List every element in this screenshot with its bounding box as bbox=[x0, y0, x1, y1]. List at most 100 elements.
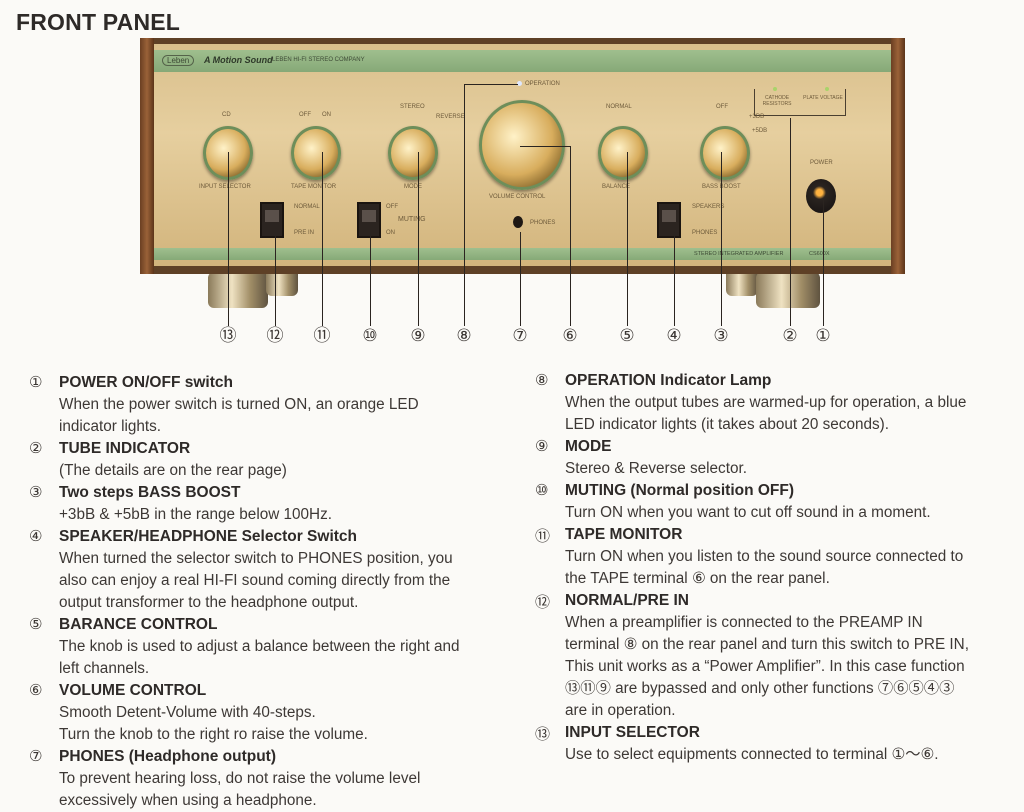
leader-line bbox=[520, 146, 570, 147]
item-number: ⑧ bbox=[535, 371, 549, 389]
speaker-phones-switch[interactable] bbox=[657, 202, 681, 238]
knob-mark-plus5db: +5dB bbox=[752, 128, 768, 134]
item-title: POWER ON/OFF switch bbox=[59, 374, 233, 391]
leader-line bbox=[464, 84, 518, 85]
wood-side-right bbox=[891, 38, 905, 274]
callout-1: ① bbox=[815, 326, 831, 346]
item-description: ⑬⑪⑨ are bypassed and only other function… bbox=[565, 680, 955, 697]
item-description: To prevent hearing loss, do not raise th… bbox=[59, 770, 421, 787]
leader-line bbox=[275, 232, 276, 326]
item-description: LED indicator lights (it takes about 20 … bbox=[565, 416, 889, 433]
knob-mark-normal: NORMAL bbox=[606, 104, 632, 110]
item-description: (The details are on the rear page) bbox=[59, 462, 287, 479]
leader-line bbox=[464, 84, 465, 326]
knob-mark-stereo: STEREO bbox=[400, 104, 425, 110]
normal-label: NORMAL bbox=[294, 204, 320, 210]
item-title: INPUT SELECTOR bbox=[565, 724, 700, 741]
callout-13: ⑬ bbox=[219, 326, 237, 346]
mode-knob[interactable] bbox=[388, 126, 438, 180]
item-number: ③ bbox=[29, 483, 43, 501]
item-description: Turn the knob to the right ro raise the … bbox=[59, 726, 368, 743]
knob-mark-off: OFF bbox=[716, 104, 728, 110]
callout-3: ③ bbox=[713, 326, 729, 346]
callout-10: ⑩ bbox=[362, 326, 378, 346]
cathode-led-icon bbox=[773, 87, 777, 91]
knob-mark-on: ON bbox=[322, 112, 331, 118]
phones-label: PHONES bbox=[530, 220, 556, 226]
plate-led-icon bbox=[825, 87, 829, 91]
item-description: output transformer to the headphone outp… bbox=[59, 594, 359, 611]
company-name: LEBEN HI-FI STEREO COMPANY bbox=[272, 57, 365, 63]
page-title: FRONT PANEL bbox=[16, 9, 181, 35]
item-title: PHONES (Headphone output) bbox=[59, 748, 276, 765]
leader-line bbox=[627, 152, 628, 326]
amplifier-foot bbox=[756, 272, 820, 308]
leader-line bbox=[322, 152, 323, 326]
brand-logo: Leben bbox=[162, 55, 195, 66]
callout-2: ② bbox=[782, 326, 798, 346]
leader-line bbox=[228, 152, 229, 326]
normal-pre-in-switch[interactable] bbox=[260, 202, 284, 238]
volume-knob[interactable] bbox=[479, 100, 565, 190]
item-number: ① bbox=[29, 373, 43, 391]
item-description: Turn ON when you want to cut off sound i… bbox=[565, 504, 931, 521]
phones-jack[interactable] bbox=[513, 216, 523, 228]
item-description: left channels. bbox=[59, 660, 150, 677]
plate-voltage-label: PLATE VOLTAGE bbox=[803, 95, 843, 101]
knob-mark-reverse: REVERSE bbox=[436, 114, 465, 120]
item-title: NORMAL/PRE IN bbox=[565, 592, 689, 609]
item-description: Use to select equipments connected to te… bbox=[565, 746, 939, 763]
muting-on-label: ON bbox=[386, 230, 395, 236]
bass-boost-knob[interactable] bbox=[700, 126, 750, 180]
knob-mark-cd: CD bbox=[222, 112, 231, 118]
item-number: ② bbox=[29, 439, 43, 457]
item-description: excessively when using a headphone. bbox=[59, 792, 317, 809]
item-description: +3bB & +5bB in the range below 100Hz. bbox=[59, 506, 332, 523]
pre-in-label: PRE IN bbox=[294, 230, 315, 236]
item-description: When turned the selector switch to PHONE… bbox=[59, 550, 453, 567]
item-description: This unit works as a “Power Amplifier”. … bbox=[565, 658, 965, 675]
item-description: also can enjoy a real HI-FI sound coming… bbox=[59, 572, 451, 589]
item-description: When the power switch is turned ON, an o… bbox=[59, 396, 419, 413]
callout-12: ⑫ bbox=[266, 326, 284, 346]
item-description: Stereo & Reverse selector. bbox=[565, 460, 747, 477]
muting-off-label: OFF bbox=[386, 204, 398, 210]
callout-8: ⑧ bbox=[456, 326, 472, 346]
item-number: ⑬ bbox=[535, 725, 551, 743]
knob-mark-plus3db: +3dB bbox=[749, 114, 765, 120]
item-title: MODE bbox=[565, 438, 612, 455]
callout-11: ⑪ bbox=[313, 326, 331, 346]
item-description: When a preamplifier is connected to the … bbox=[565, 614, 923, 631]
item-title: TUBE INDICATOR bbox=[59, 440, 191, 457]
item-number: ④ bbox=[29, 527, 43, 545]
mode-label: MODE bbox=[404, 184, 422, 190]
power-button[interactable] bbox=[806, 179, 836, 213]
power-label: POWER bbox=[810, 160, 833, 166]
item-description: When the output tubes are warmed-up for … bbox=[565, 394, 967, 411]
item-description: indicator lights. bbox=[59, 418, 162, 435]
amplifier-foot bbox=[208, 272, 268, 308]
tape-monitor-knob[interactable] bbox=[291, 126, 341, 180]
item-title: VOLUME CONTROL bbox=[59, 682, 207, 699]
leader-line bbox=[790, 118, 791, 326]
callout-4: ④ bbox=[666, 326, 682, 346]
muting-switch[interactable] bbox=[357, 202, 381, 238]
cathode-resistors-label: CATHODE RESISTORS bbox=[762, 95, 792, 107]
item-description: The knob is used to adjust a balance bet… bbox=[59, 638, 460, 655]
balance-knob[interactable] bbox=[598, 126, 648, 180]
knob-mark-off: OFF bbox=[299, 112, 311, 118]
leader-line bbox=[823, 200, 824, 326]
item-title: BARANCE CONTROL bbox=[59, 616, 218, 633]
description-item: ⑬ INPUT SELECTOR Use to select equipments … bbox=[535, 722, 969, 766]
item-title: MUTING (Normal position OFF) bbox=[565, 482, 795, 499]
leader-line bbox=[721, 152, 722, 326]
